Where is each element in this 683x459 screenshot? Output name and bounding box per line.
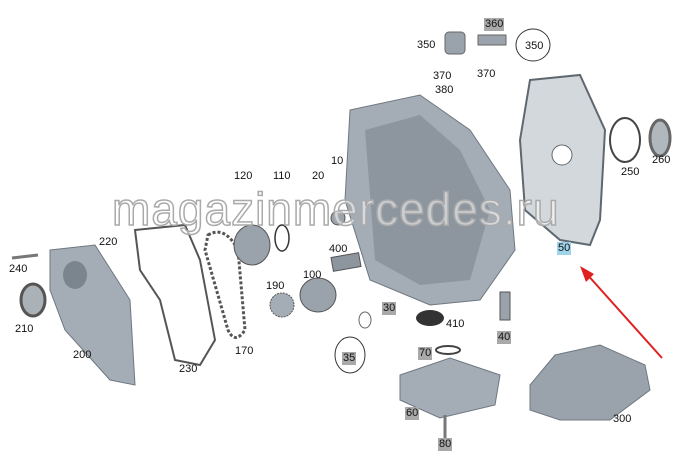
cover-opening (63, 261, 87, 289)
part-label-240: 240 (9, 263, 28, 275)
part-label-30: 30 (382, 302, 397, 315)
chain-170 (203, 230, 247, 339)
part-label-220: 220 (99, 236, 118, 248)
gasket-hole (551, 144, 573, 166)
part-label-40: 40 (497, 331, 512, 344)
part-label-260: 260 (652, 154, 671, 166)
part-label-35: 35 (342, 352, 357, 365)
plug-20 (330, 210, 346, 226)
arrow-head (580, 266, 594, 282)
motor-300 (529, 344, 651, 421)
ring-part (358, 311, 372, 329)
sensor-360 (477, 34, 507, 46)
part-label-230: 230 (179, 363, 198, 375)
part-label-400: 400 (329, 243, 348, 255)
part-label-120: 120 (234, 170, 253, 182)
seal-210 (19, 282, 47, 318)
part-label-250: 250 (621, 166, 640, 178)
part-label-110: 110 (273, 170, 291, 182)
part-label-370b: 370 (477, 68, 496, 80)
part-label-410: 410 (446, 318, 465, 330)
part-label-60: 60 (405, 407, 420, 420)
gear-190 (269, 292, 295, 318)
gasket-230 (133, 223, 217, 367)
cap-410 (416, 310, 444, 326)
sensor-350 (444, 31, 466, 55)
pointer-arrow (584, 271, 663, 359)
part-label-80: 80 (438, 438, 453, 451)
sprocket-120 (233, 224, 271, 266)
callout-circle-35 (334, 336, 366, 374)
part-label-300: 300 (613, 413, 632, 425)
housing-interior (365, 115, 490, 285)
seal-70 (435, 345, 461, 355)
part-label-70: 70 (418, 347, 433, 360)
ring-250 (609, 117, 641, 163)
watermark: magazinmercedes.ru (111, 183, 560, 235)
valve-40 (499, 291, 511, 321)
part-label-100: 100 (303, 269, 322, 281)
part-label-10: 10 (331, 155, 344, 167)
part-label-20: 20 (312, 170, 325, 182)
part-label-50: 50 (557, 242, 572, 255)
part-label-210: 210 (15, 323, 34, 335)
part-label-350b: 350 (525, 40, 544, 52)
part-label-380: 380 (435, 84, 454, 96)
ring-110 (274, 224, 290, 252)
part-label-370a: 370 (433, 70, 452, 82)
part-label-200: 200 (73, 349, 92, 361)
pump-100 (299, 277, 337, 313)
part-label-190: 190 (266, 280, 285, 292)
part-label-170: 170 (235, 345, 254, 357)
oilpan-60 (399, 357, 501, 419)
callout-circle-350 (515, 28, 551, 62)
seal-260 (648, 118, 672, 158)
part-label-360: 360 (484, 18, 505, 31)
bolt-240 (11, 253, 39, 260)
part-label-350a: 350 (417, 39, 436, 51)
filter-400 (330, 252, 362, 272)
cover-part (49, 244, 136, 386)
